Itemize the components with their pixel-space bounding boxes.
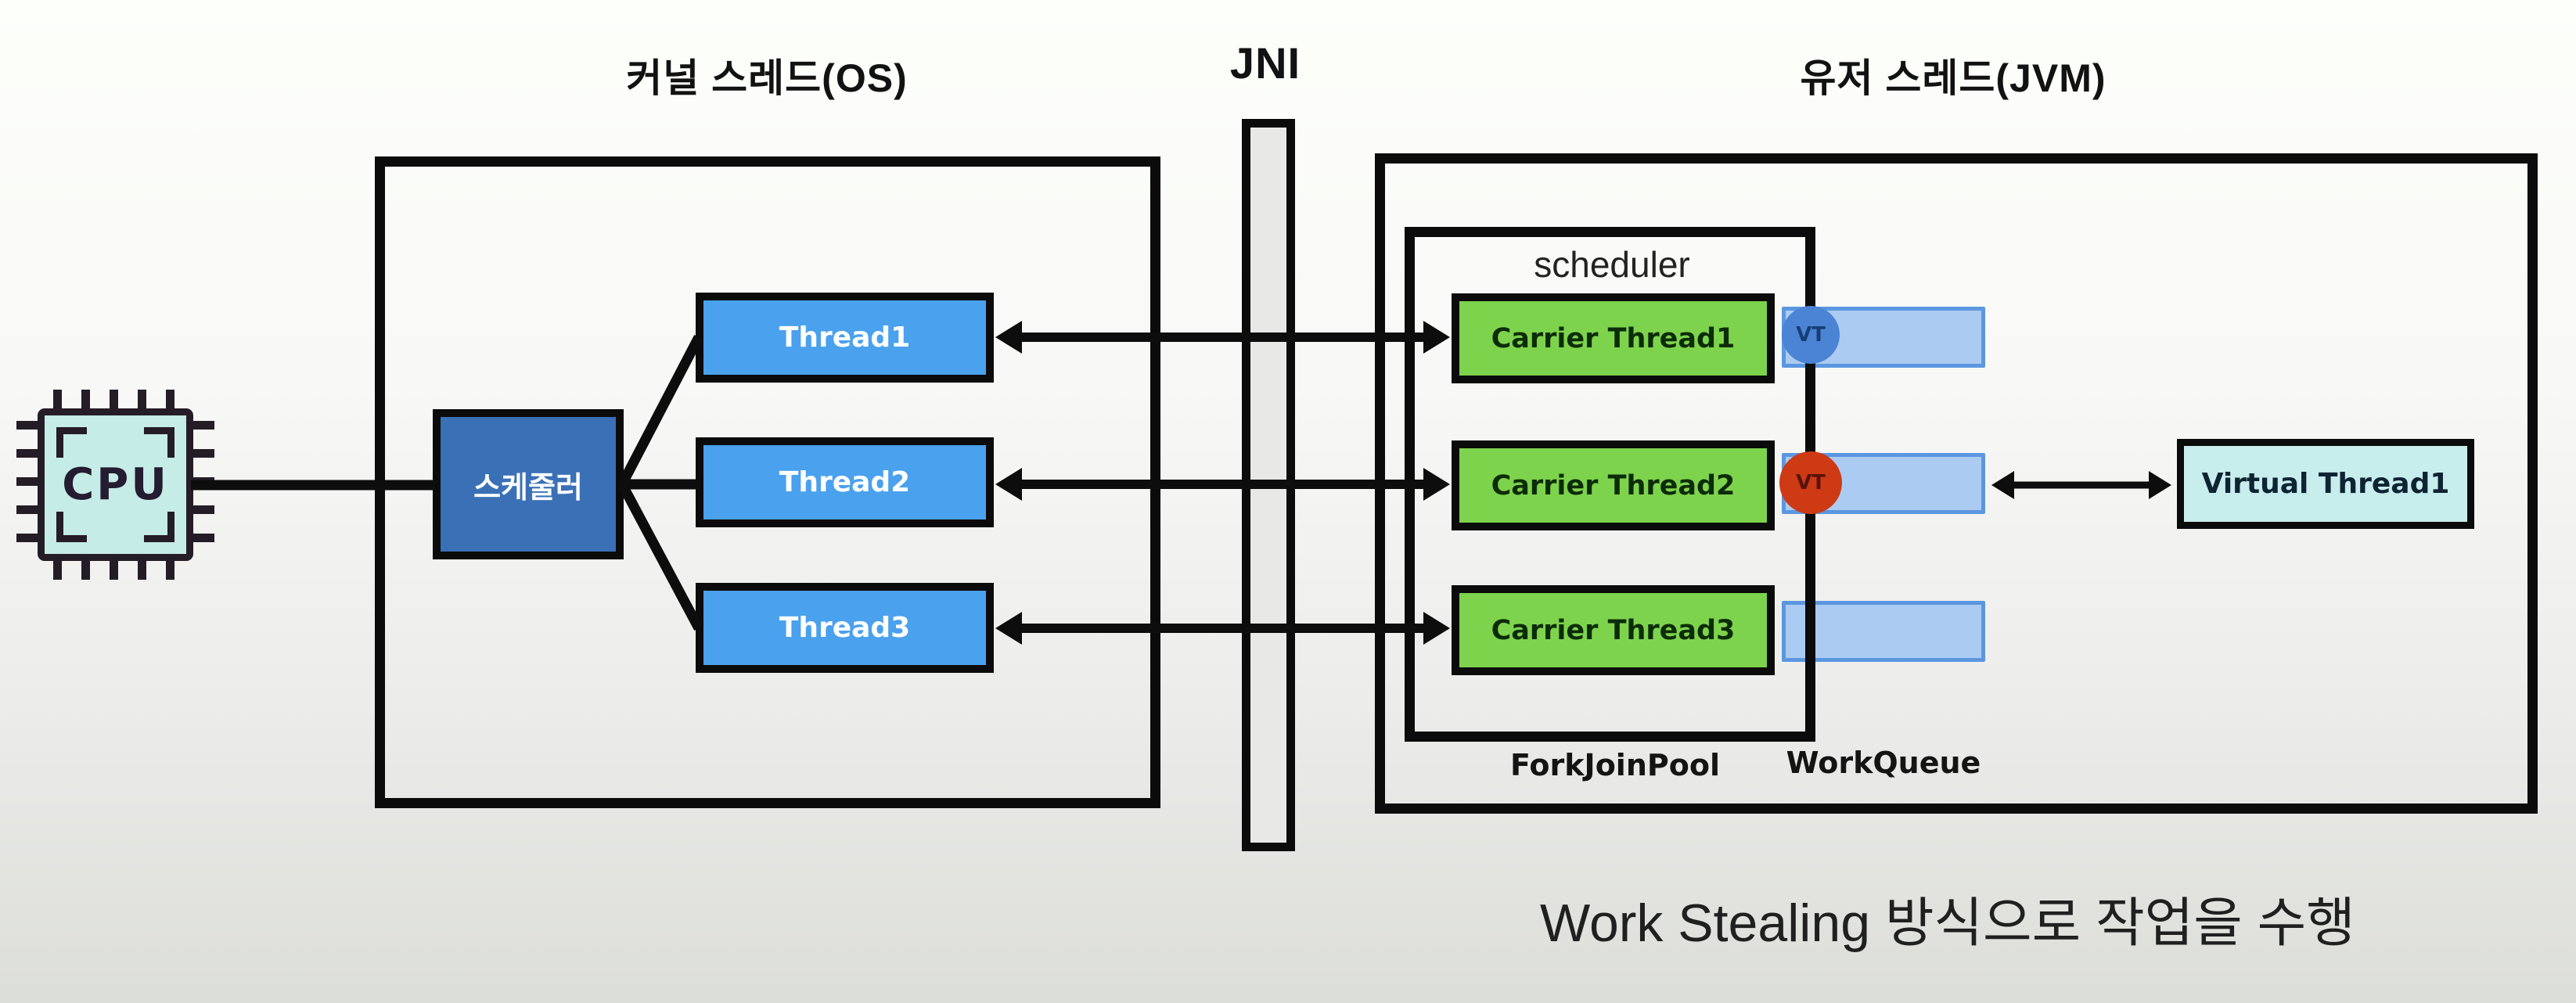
user-threads-box xyxy=(1375,153,2538,814)
carrier-thread1-box: Carrier Thread1 xyxy=(1452,293,1775,383)
kernel-threads-title: 커널 스레드(OS) xyxy=(626,56,908,100)
thread2-box: Thread2 xyxy=(696,437,994,527)
cpu-pins-right xyxy=(191,421,214,543)
cpu-chip-icon: CPU xyxy=(38,408,193,561)
work-stealing-caption: Work Stealing 방식으로 작업을 수행 xyxy=(1540,893,2355,953)
thread1-box: Thread1 xyxy=(696,293,994,383)
cpu-pins-top xyxy=(53,390,175,411)
carrier-thread3-box: Carrier Thread3 xyxy=(1452,585,1775,675)
os-scheduler-box: 스케줄러 xyxy=(433,409,624,559)
virtual-thread1-box: Virtual Thread1 xyxy=(2177,439,2474,529)
cpu-corner-bracket xyxy=(56,512,87,542)
cpu-label: CPU xyxy=(62,459,169,510)
jni-bar xyxy=(1242,119,1295,851)
cpu-corner-bracket xyxy=(144,427,174,458)
thread3-box: Thread3 xyxy=(696,583,994,673)
jvm-scheduler-label: scheduler xyxy=(1534,244,1690,285)
virtual-thread-badge-red: VT xyxy=(1779,451,1842,514)
jni-title: JNI xyxy=(1229,38,1301,88)
cpu-pins-left xyxy=(16,421,40,543)
cpu-corner-bracket xyxy=(56,427,87,458)
forkjoinpool-label: ForkJoinPool xyxy=(1510,748,1720,782)
carrier-thread2-box: Carrier Thread2 xyxy=(1452,440,1775,530)
user-threads-title: 유저 스레드(JVM) xyxy=(1800,56,2106,100)
workqueue-bar-3 xyxy=(1782,601,1985,662)
virtual-thread-badge-blue: VT xyxy=(1782,306,1840,364)
cpu-corner-bracket xyxy=(144,512,174,542)
workqueue-label: WorkQueue xyxy=(1786,746,1981,780)
